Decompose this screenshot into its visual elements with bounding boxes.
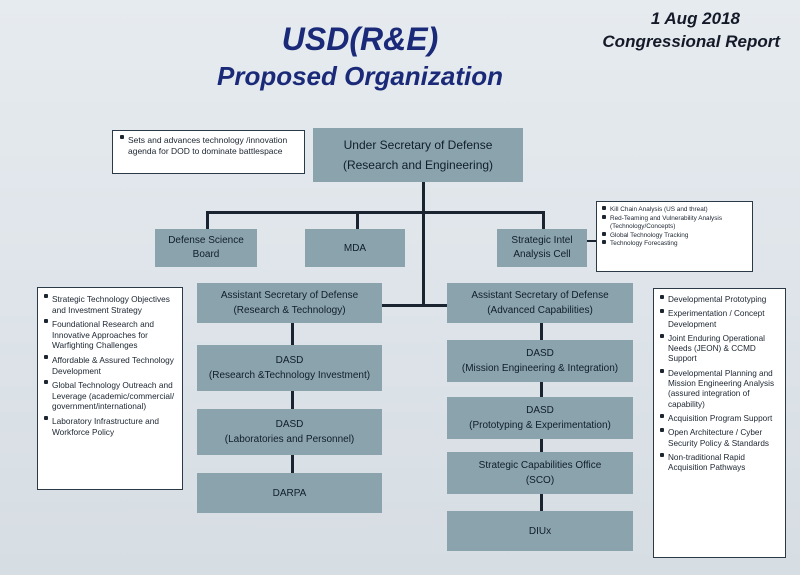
darpa-label: DARPA: [272, 487, 307, 499]
rt-note-item: Affordable & Assured Technology Developm…: [43, 354, 177, 376]
mission-note: Sets and advances technology /innovation…: [112, 130, 305, 174]
connector-left-column: [291, 320, 294, 475]
mda-label: MDA: [343, 242, 367, 254]
chart-subtitle: Proposed Organization: [216, 61, 504, 91]
dasd-pe-line2: (Prototyping & Experimentation): [469, 420, 611, 431]
mission-note-item: Sets and advances technology /innovation…: [119, 135, 298, 157]
asd-rt-line2: (Research & Technology): [233, 305, 346, 316]
ac-note-item: Non-traditional Rapid Acquisition Pathwa…: [659, 452, 780, 474]
connector-intel: [542, 211, 545, 229]
connector-mda: [356, 211, 359, 229]
ac-note-item: Joint Enduring Operational Needs (JEON) …: [659, 333, 780, 365]
ac-note-item: Developmental Planning and Mission Engin…: [659, 368, 780, 410]
rt-note-item: Laboratory Infrastructure and Workforce …: [43, 415, 177, 437]
asd-research-technology-box: Assistant Secretary of Defense (Research…: [197, 283, 382, 323]
sco-line1: Strategic Capabilities Office: [478, 460, 602, 471]
dasd-lab-line1: DASD: [275, 419, 304, 430]
under-secretary-title: Under Secretary of Defense: [343, 138, 493, 152]
diux-box: DIUx: [447, 511, 633, 551]
dasd-lab-line2: (Laboratories and Personnel): [224, 434, 355, 445]
dasd-prototyping-box: DASD (Prototyping & Experimentation): [447, 397, 633, 439]
ac-note-item: Acquisition Program Support: [659, 413, 780, 424]
report-name: Congressional Report: [602, 32, 780, 51]
rt-note-item: Global Technology Outreach and Leverage …: [43, 380, 177, 412]
dsb-line1: Defense Science: [168, 235, 244, 246]
darpa-box: DARPA: [197, 473, 382, 513]
dasd-research-investment-box: DASD (Research &Technology Investment): [197, 345, 382, 391]
dasd-rti-line1: DASD: [275, 355, 304, 366]
dasd-rti-line2: (Research &Technology Investment): [208, 370, 371, 381]
defense-science-board-box: Defense Science Board: [155, 229, 257, 267]
asd-ac-line1: Assistant Secretary of Defense: [471, 290, 609, 301]
dasd-me-line1: DASD: [526, 348, 554, 359]
advanced-capabilities-notes: Developmental Prototyping Experimentatio…: [653, 288, 786, 558]
intel-line2: Analysis Cell: [513, 249, 571, 260]
ac-note-item: Open Architecture / Cyber Security Polic…: [659, 428, 780, 449]
ac-note-item: Experimentation / Concept Development: [659, 309, 780, 330]
dasd-pe-line1: DASD: [526, 405, 554, 416]
connector-intel-notes: [585, 240, 597, 242]
chart-title: USD(R&E): [281, 21, 439, 57]
report-date: 1 Aug 2018: [650, 9, 740, 28]
rt-note-item: Foundational Research and Innovative App…: [43, 319, 177, 351]
connector-asd-bar: [382, 304, 472, 307]
asd-ac-line2: (Advanced Capabilities): [487, 305, 593, 316]
dsb-line2: Board: [192, 249, 220, 260]
connector-row2-bar: [206, 211, 544, 214]
asd-rt-line1: Assistant Secretary of Defense: [220, 290, 359, 301]
rt-note-item: Strategic Technology Objectives and Inve…: [43, 294, 177, 315]
intel-note-item: Technology Forecasting: [601, 240, 748, 249]
intel-notes: Kill Chain Analysis (US and threat) Red-…: [596, 201, 753, 272]
intel-note-item: Global Technology Tracking: [601, 231, 748, 241]
dasd-mission-engineering-box: DASD (Mission Engineering & Integration): [447, 340, 633, 382]
connector-dsb: [206, 211, 209, 229]
under-secretary-box: Under Secretary of Defense (Research and…: [313, 128, 523, 182]
under-secretary-office: (Research and Engineering): [342, 158, 494, 172]
sco-line2: (SCO): [525, 475, 555, 486]
dasd-me-line2: (Mission Engineering & Integration): [461, 363, 619, 374]
strategic-capabilities-office-box: Strategic Capabilities Office (SCO): [447, 452, 633, 494]
research-technology-notes: Strategic Technology Objectives and Inve…: [37, 287, 183, 490]
ac-note-item: Developmental Prototyping: [659, 295, 780, 305]
diux-label: DIUx: [528, 525, 552, 537]
dasd-laboratories-box: DASD (Laboratories and Personnel): [197, 409, 382, 455]
intel-note-item: Red-Teaming and Vulnerability Analysis (…: [601, 214, 748, 232]
asd-advanced-capabilities-box: Assistant Secretary of Defense (Advanced…: [447, 283, 633, 323]
connector-top-trunk: [422, 182, 425, 306]
intel-note-item: Kill Chain Analysis (US and threat): [601, 206, 748, 215]
mda-box: MDA: [305, 229, 405, 267]
strategic-intel-box: Strategic Intel Analysis Cell: [497, 229, 587, 267]
intel-line1: Strategic Intel: [511, 235, 573, 246]
